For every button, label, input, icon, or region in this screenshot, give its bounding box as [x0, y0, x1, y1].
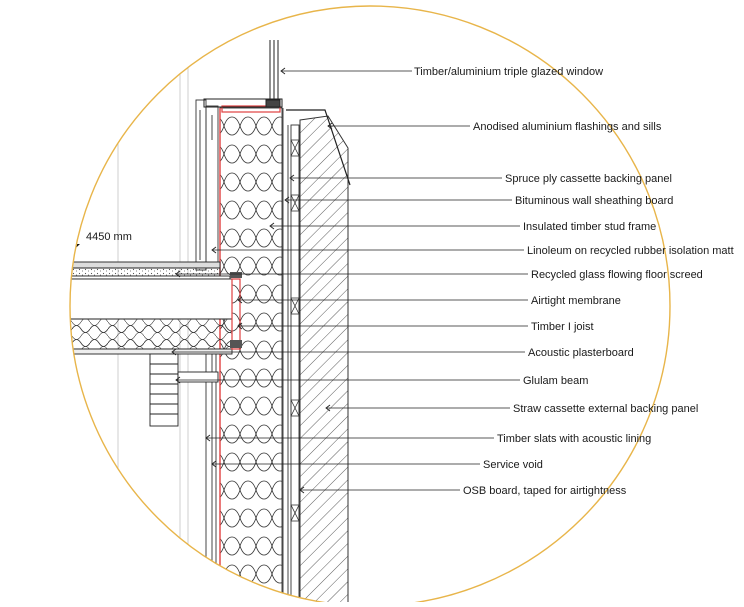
floor-buildup [70, 261, 242, 355]
label-linoleum: Linoleum on recycled rubber isolation ma… [527, 245, 734, 257]
lower-lining [205, 350, 217, 606]
sheathing-battens [290, 139, 300, 522]
label-service-void: Service void [483, 459, 543, 471]
membrane-head [221, 105, 281, 113]
label-timber-slats: Timber slats with acoustic lining [497, 433, 651, 445]
window-frame [203, 40, 283, 108]
label-airtight-membrane: Airtight membrane [531, 295, 621, 307]
label-straw-cassette: Straw cassette external backing panel [513, 403, 698, 415]
sheathing-layers [282, 108, 300, 606]
level-label: 4450 mm [86, 231, 132, 243]
label-flashings: Anodised aluminium flashings and sills [473, 121, 662, 133]
label-osb-board: OSB board, taped for airtightness [463, 485, 627, 497]
label-window: Timber/aluminium triple glazed window [414, 66, 603, 78]
upper-wall [195, 99, 219, 271]
label-floor-screed: Recycled glass flowing floor screed [531, 269, 703, 281]
section-drawing [70, 6, 351, 606]
leader-lines [172, 70, 528, 491]
glulam-beam [149, 353, 219, 427]
leader-arrowheads [171, 67, 333, 494]
label-glulam-beam: Glulam beam [523, 375, 588, 387]
flashing [286, 109, 351, 186]
label-i-joist: Timber I joist [531, 321, 594, 333]
label-spruce-ply: Spruce ply cassette backing panel [505, 173, 672, 185]
label-plasterboard: Acoustic plasterboard [528, 347, 634, 359]
label-stud-frame: Insulated timber stud frame [523, 221, 656, 233]
stud-frame-insulation [219, 107, 283, 606]
label-sheathing-board: Bituminous wall sheathing board [515, 195, 673, 207]
external-cassette-panel [299, 115, 349, 606]
